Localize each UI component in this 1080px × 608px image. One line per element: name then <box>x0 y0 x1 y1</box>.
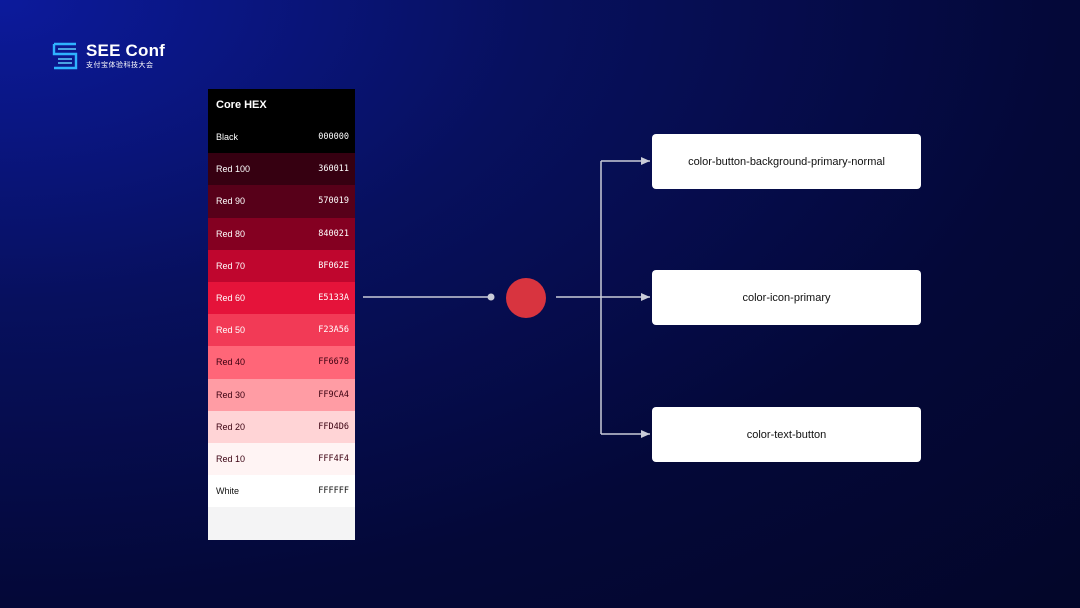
logo: SEE Conf 支付宝体验科技大会 <box>52 42 165 70</box>
swatch-name: Red 90 <box>216 196 246 207</box>
swatch-row: Red 80 840021 <box>208 217 355 250</box>
logo-text: SEE Conf 支付宝体验科技大会 <box>86 42 165 70</box>
palette-header: Core HEX <box>208 89 355 121</box>
swatch-row: Red 30 FF9CA4 <box>208 378 355 411</box>
swatch-row: Red 100 360011 <box>208 153 355 186</box>
swatch-name: Red 60 <box>216 293 246 304</box>
swatch-hex: FF6678 <box>318 357 349 368</box>
token-icon-primary: color-icon-primary <box>652 270 921 325</box>
swatch-row: Red 70 BF062E <box>208 249 355 282</box>
swatch-row: Red 50 F23A56 <box>208 314 355 347</box>
swatch-row: Red 60 E5133A <box>208 281 355 315</box>
swatch-name: Red 80 <box>216 228 246 239</box>
swatch-name: Red 100 <box>216 164 251 175</box>
swatch-hex: BF062E <box>318 260 349 271</box>
swatch-hex: E5133A <box>318 293 349 304</box>
token-button-background: color-button-background-primary-normal <box>652 134 921 189</box>
swatch-row: Black 000000 <box>208 121 355 154</box>
see-conf-logo-icon <box>52 42 78 70</box>
swatch-hex: 000000 <box>318 132 349 143</box>
swatch-row: Red 40 FF6678 <box>208 346 355 379</box>
swatch-row: Red 20 FFD4D6 <box>208 410 355 443</box>
swatch-hex: F23A56 <box>318 325 349 336</box>
swatch-name: Red 10 <box>216 453 246 464</box>
token-text-button: color-text-button <box>652 407 921 462</box>
swatch-hex: FFD4D6 <box>318 421 349 432</box>
swatch-name: Red 20 <box>216 421 246 432</box>
swatch-name: Black <box>216 132 239 143</box>
swatch-hex: 840021 <box>318 228 349 239</box>
swatch-name: White <box>216 486 240 497</box>
selected-color-dot <box>506 278 546 318</box>
swatch-name: Red 50 <box>216 325 246 336</box>
swatch-row: Red 90 570019 <box>208 185 355 218</box>
swatch-hex: FFF4F4 <box>318 453 349 464</box>
swatch-hex: FF9CA4 <box>318 389 349 400</box>
swatch-hex: 360011 <box>318 164 349 175</box>
swatch-name: Red 30 <box>216 389 246 400</box>
swatch-name: Red 70 <box>216 260 246 271</box>
logo-subtitle: 支付宝体验科技大会 <box>86 61 154 69</box>
logo-title: SEE Conf <box>86 41 166 60</box>
swatch-hex: 570019 <box>318 196 349 207</box>
input-line-dot <box>487 293 495 301</box>
swatch-row: Red 10 FFF4F4 <box>208 442 355 476</box>
swatch-name: Red 40 <box>216 357 246 368</box>
swatch-row: White FFFFFF <box>208 475 355 508</box>
swatch-hex: FFFFFF <box>318 486 349 497</box>
